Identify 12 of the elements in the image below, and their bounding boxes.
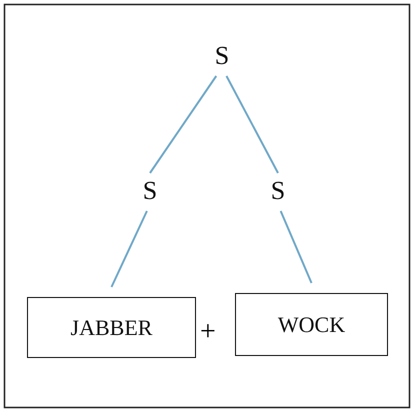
box-text: JABBER — [70, 314, 152, 340]
box-text: WOCK — [278, 312, 346, 338]
tree-branch-line — [226, 76, 279, 174]
tree-node-label: S — [142, 176, 158, 206]
tree-node-label: S — [270, 176, 286, 206]
tree-branch-line — [280, 210, 312, 284]
tree-branch-line — [110, 210, 148, 288]
word-box — [235, 293, 388, 356]
plus-sign: + — [200, 318, 216, 346]
tree-branch-line — [149, 75, 218, 174]
tree-node-label: S — [214, 41, 230, 71]
word-box — [27, 297, 196, 358]
